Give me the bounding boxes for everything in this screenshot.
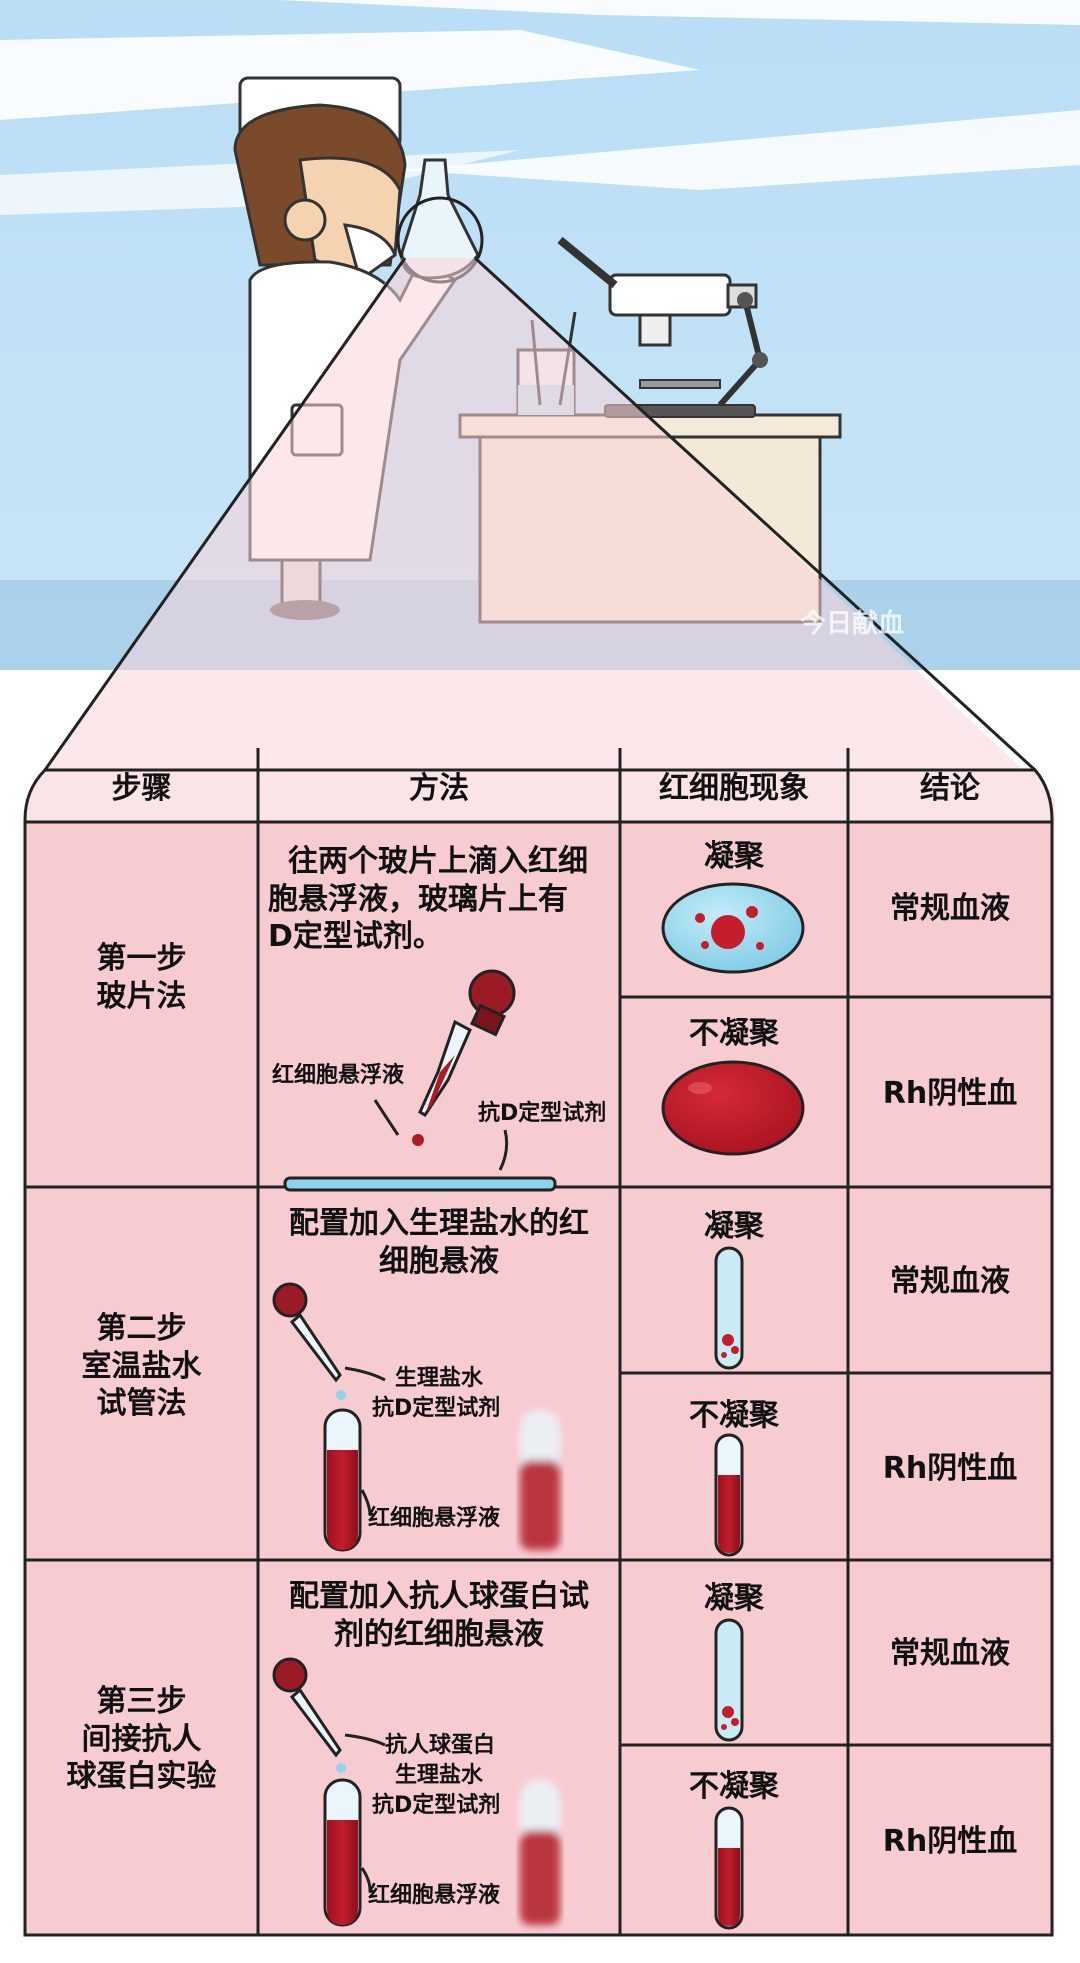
method-line: 剂的红细胞悬液 xyxy=(334,1616,544,1652)
dropper-icon xyxy=(272,1657,346,1773)
result-agglutinated: 凝聚 xyxy=(704,839,764,874)
method-line: 配置加入抗人球蛋白试 xyxy=(289,1579,589,1614)
step-line: 第三步 xyxy=(96,1684,187,1719)
step-line: 室温盐水 xyxy=(81,1348,202,1384)
table-cells xyxy=(23,820,1054,1937)
cloud-stripe xyxy=(280,0,1080,25)
step-line: 球蛋白实验 xyxy=(66,1759,217,1794)
step-name: 第一步 玻片法 xyxy=(25,940,258,1015)
annotation-globulin: 抗人球蛋白 xyxy=(385,1733,496,1758)
conclusion-normal: 常规血液 xyxy=(890,1264,1010,1299)
agglutinated-tube-icon xyxy=(714,1246,744,1370)
agglutinated-drop-icon xyxy=(661,882,805,974)
step-line: 试管法 xyxy=(96,1386,187,1421)
annotation-reagent: 抗D定型试剂 xyxy=(372,1396,501,1421)
annotation-saline: 生理盐水 xyxy=(395,1366,484,1391)
method-line: 配置加入生理盐水的红 xyxy=(289,1206,589,1241)
step-line: 第二步 xyxy=(96,1311,187,1346)
watermark: 今日献血 xyxy=(800,609,905,639)
method-line: 胞悬浮液，玻璃片上有 xyxy=(268,881,568,917)
method-line: 往两个玻片上滴入红细 xyxy=(288,844,588,879)
test-tube-blurred-icon xyxy=(520,1780,560,1925)
non-agglutinated-drop-icon xyxy=(661,1060,805,1156)
step-name: 第二步 室温盐水 试管法 xyxy=(25,1310,258,1423)
method-text: 配置加入生理盐水的红 细胞悬液 xyxy=(258,1205,620,1280)
step-line: 玻片法 xyxy=(96,978,187,1014)
conclusion-normal: 常规血液 xyxy=(890,1636,1010,1671)
annotation-cells: 红细胞悬浮液 xyxy=(368,1883,501,1908)
dropper-icon xyxy=(272,1282,346,1400)
agglutinated-tube-icon xyxy=(714,1618,744,1742)
header-phenomenon: 红细胞现象 xyxy=(659,771,809,806)
annotation-cells: 红细胞悬浮液 xyxy=(368,1506,501,1531)
annotation-reagent: 抗D定型试剂 xyxy=(372,1793,501,1818)
result-not-agglutinated: 不凝聚 xyxy=(689,1016,779,1051)
result-not-agglutinated: 不凝聚 xyxy=(689,1769,779,1804)
annotation-cells: 红细胞悬浮液 xyxy=(272,1063,405,1088)
conclusion-normal: 常规血液 xyxy=(890,891,1010,926)
test-tube-icon xyxy=(323,1778,362,1927)
method-line: 细胞悬液 xyxy=(379,1243,499,1279)
non-agglutinated-tube-icon xyxy=(714,1433,744,1557)
conclusion-rh-negative: Rh阴性血 xyxy=(882,1076,1018,1111)
step-line: 第一步 xyxy=(96,941,187,976)
header-method: 方法 xyxy=(409,771,469,806)
method-text: 往两个玻片上滴入红细 胞悬浮液，玻璃片上有 D定型试剂。 xyxy=(268,843,618,956)
result-not-agglutinated: 不凝聚 xyxy=(689,1398,779,1433)
annotation-saline: 生理盐水 xyxy=(395,1763,484,1788)
conclusion-rh-negative: Rh阴性血 xyxy=(882,1824,1018,1859)
cloud-stripe xyxy=(0,30,700,120)
header-conclusion: 结论 xyxy=(920,771,980,806)
conclusion-rh-negative: Rh阴性血 xyxy=(882,1451,1018,1486)
header-step: 步骤 xyxy=(111,771,172,806)
step-name: 第三步 间接抗人 球蛋白实验 xyxy=(25,1683,258,1796)
method-line: D定型试剂。 xyxy=(268,919,443,954)
non-agglutinated-tube-icon xyxy=(714,1806,744,1930)
step-line: 间接抗人 xyxy=(81,1721,202,1757)
glass-slide-icon xyxy=(283,1176,557,1192)
method-text: 配置加入抗人球蛋白试 剂的红细胞悬液 xyxy=(258,1578,620,1653)
test-tube-blurred-icon xyxy=(520,1410,560,1550)
cloud-stripe xyxy=(400,110,1080,190)
test-tube-icon xyxy=(323,1408,362,1552)
result-agglutinated: 凝聚 xyxy=(704,1209,764,1244)
dropper-icon xyxy=(412,969,516,1146)
annotation-reagent: 抗D定型试剂 xyxy=(478,1101,607,1126)
result-agglutinated: 凝聚 xyxy=(704,1581,764,1616)
